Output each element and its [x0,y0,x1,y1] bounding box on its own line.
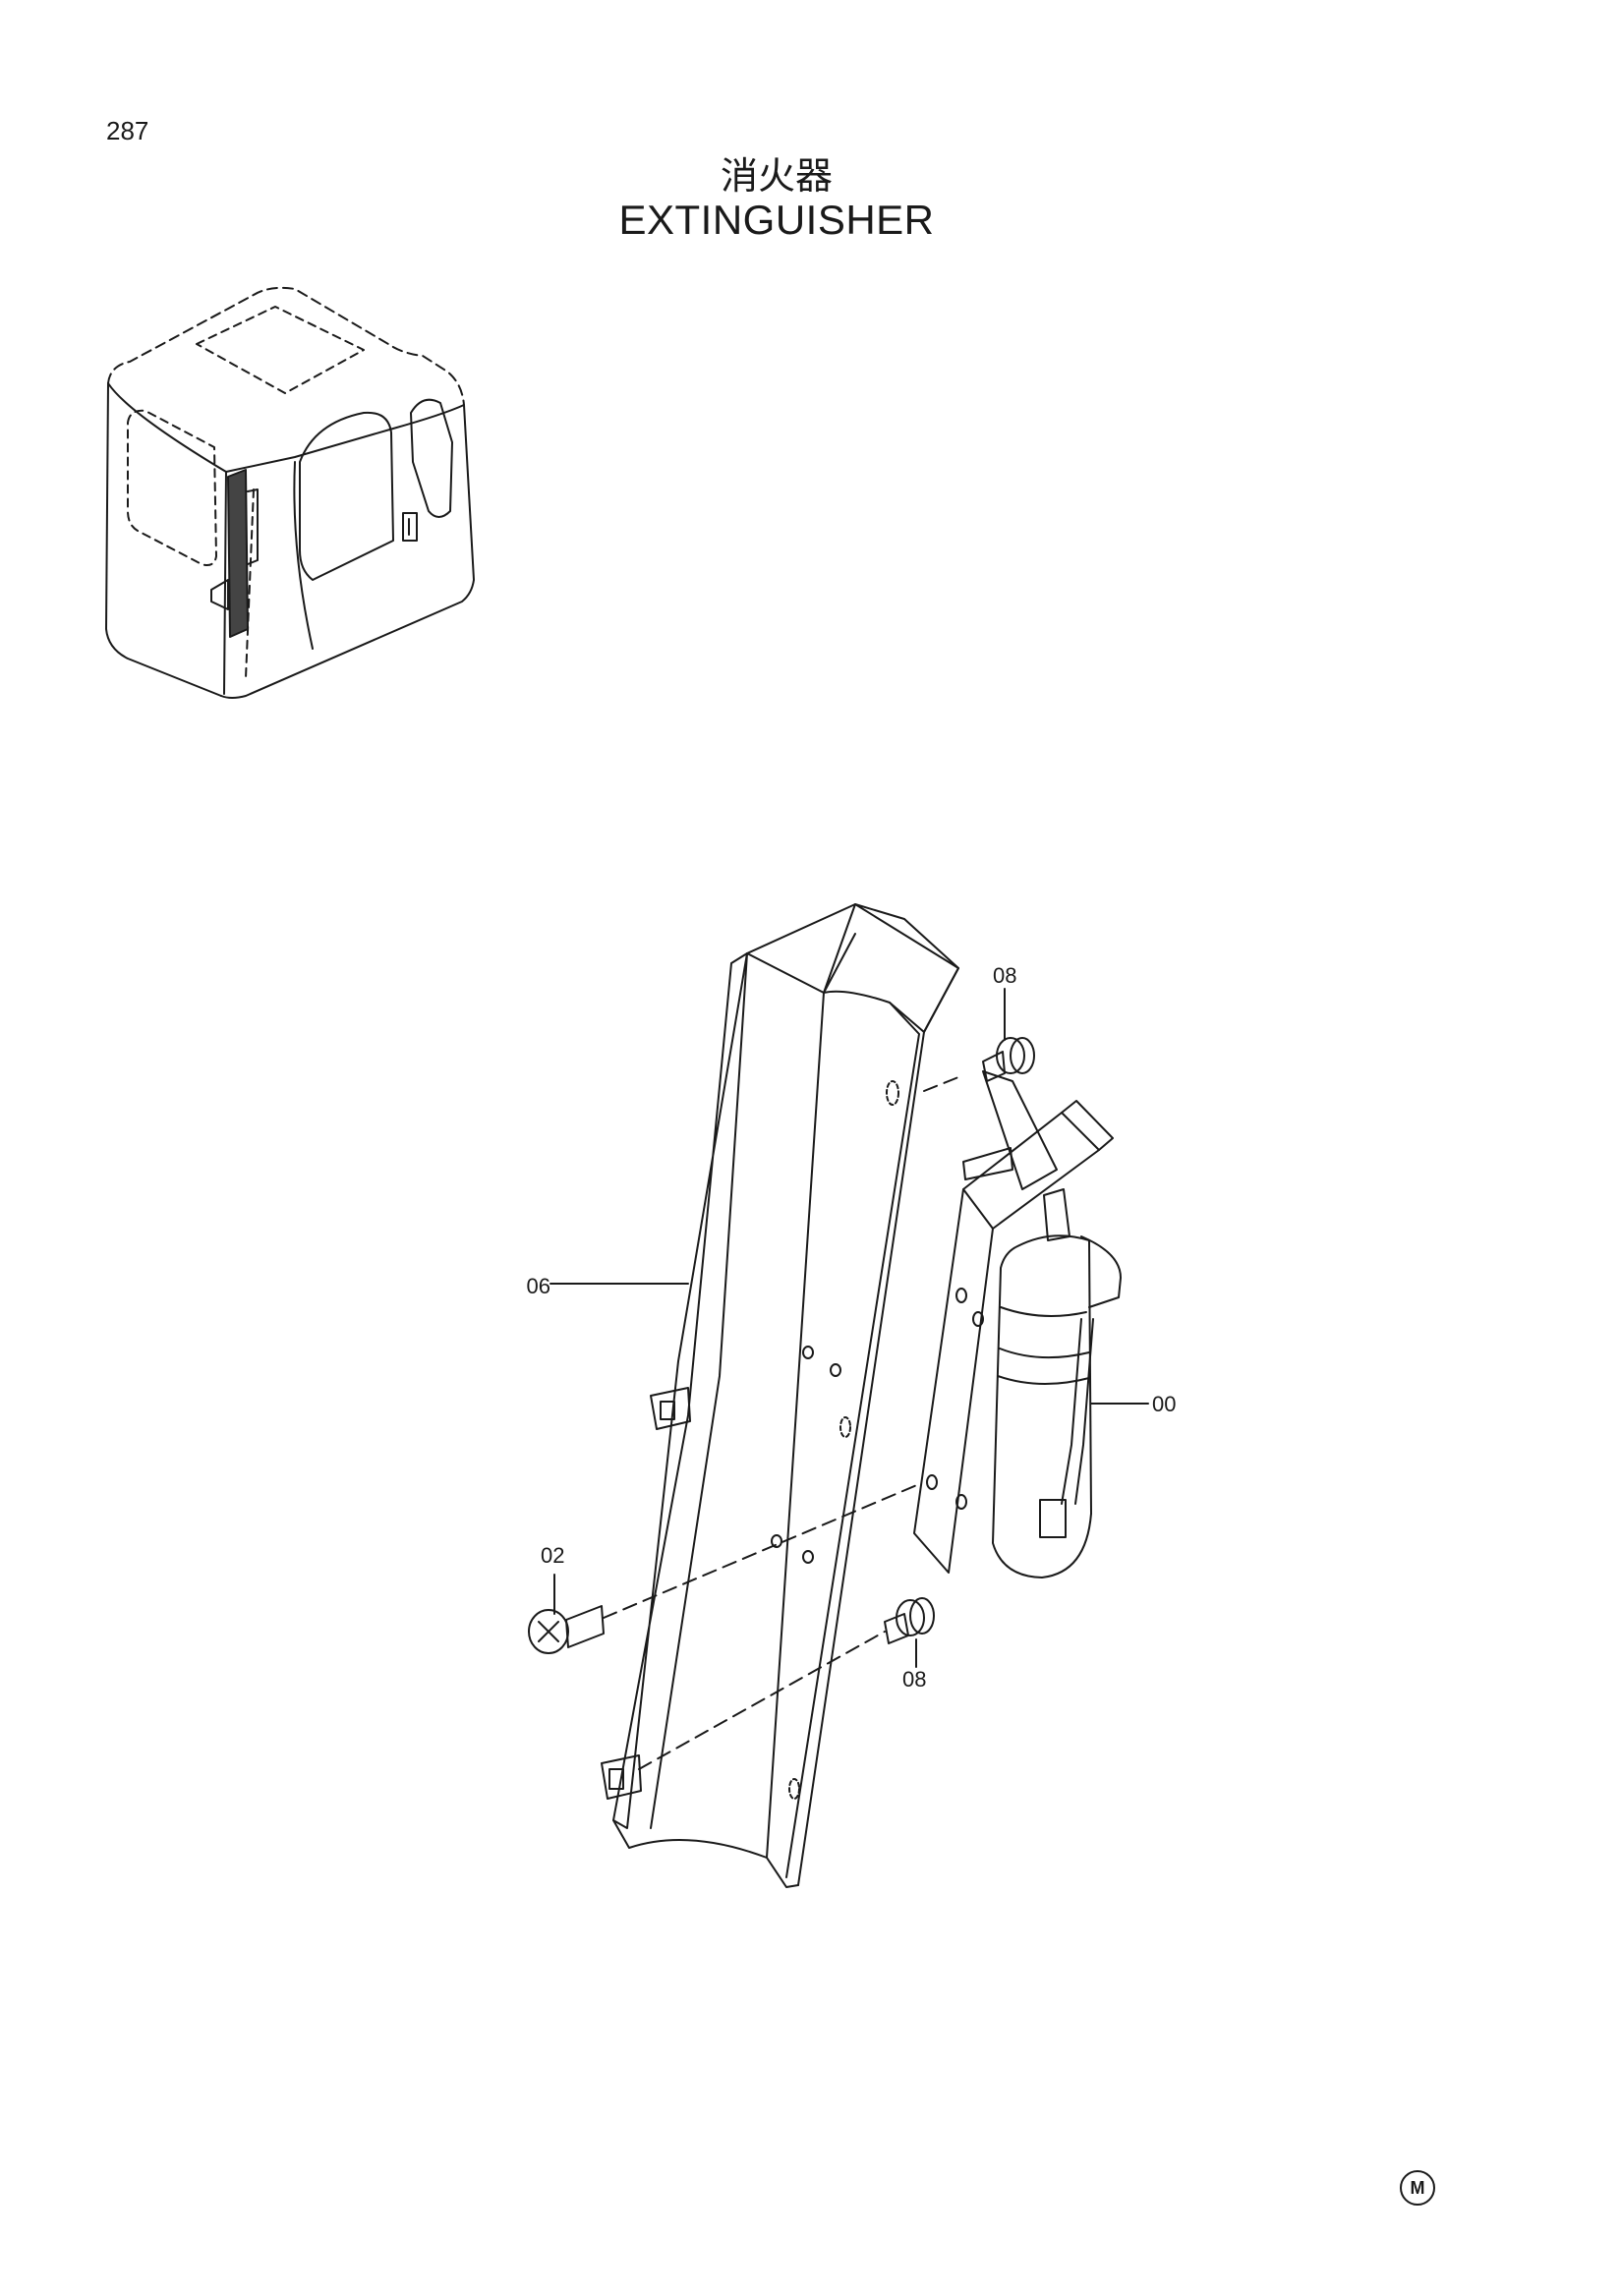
callout-screw: 02 [541,1543,564,1568]
bolt-lower [884,1597,935,1644]
callout-bolt-upper: 08 [993,963,1016,988]
page-title: EXTINGUISHER [618,197,935,243]
cab-locator-view [105,286,475,699]
callout-cover: 06 [527,1274,550,1298]
bolt-upper [982,1037,1035,1082]
page-number: 287 [106,116,149,145]
leader-lines [550,988,1149,1668]
screw [528,1605,605,1654]
callout-bolt-lower: 08 [902,1667,926,1692]
callout-extinguisher: 00 [1152,1392,1176,1416]
center-lines [603,1074,964,1770]
corner-mark: M [1400,2170,1435,2206]
cover-panel [601,903,959,1888]
page-title-chinese: 消火器 [720,154,833,198]
extinguisher [913,1070,1122,1578]
